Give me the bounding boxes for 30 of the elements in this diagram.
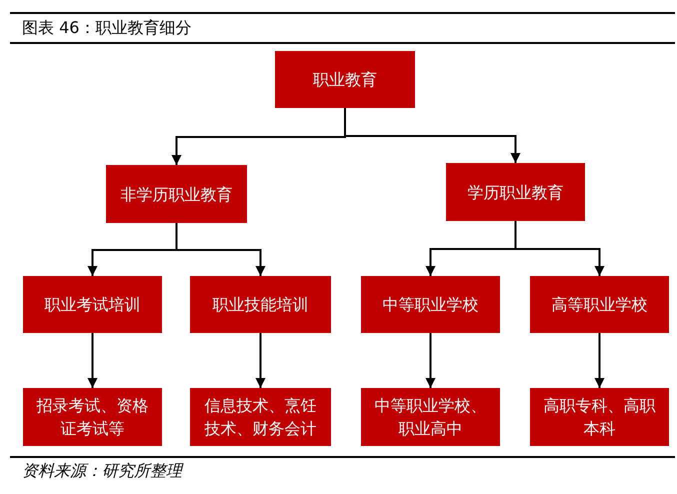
process-box [275,51,415,108]
node-text: 高等职业学校 [552,294,648,316]
arrow [344,108,520,163]
node-text: 信息技术、烹饪技术、财务会计 [204,395,318,440]
node-text: 职业教育 [313,69,377,91]
process-box [530,276,669,333]
node-text: 中等职业学校、职业高中 [374,395,488,440]
arrow [88,333,98,388]
process-box [361,276,500,333]
node-text: 职业考试培训 [44,294,140,316]
arrow [176,223,266,276]
process-box [361,388,500,446]
process-box [106,165,247,223]
node-text: 非学历职业教育 [120,184,232,206]
node-text: 中等职业学校 [382,294,478,316]
node-text: 招录考试、资格证考试等 [36,395,150,440]
process-box [23,388,162,446]
figure-title: 图表 46：职业教育细分 [22,17,192,39]
process-box [446,163,585,221]
arrow [256,333,266,388]
node-text: 职业技能培训 [212,294,308,316]
source-note: 资料来源：研究所整理 [22,460,182,482]
node-text: 高职专科、高职本科 [542,395,656,440]
process-box [530,388,669,446]
arrow [594,333,604,388]
node-text: 学历职业教育 [468,182,564,204]
process-box [190,276,331,333]
process-box [190,388,331,446]
process-box [23,276,162,333]
arrow [426,333,436,388]
